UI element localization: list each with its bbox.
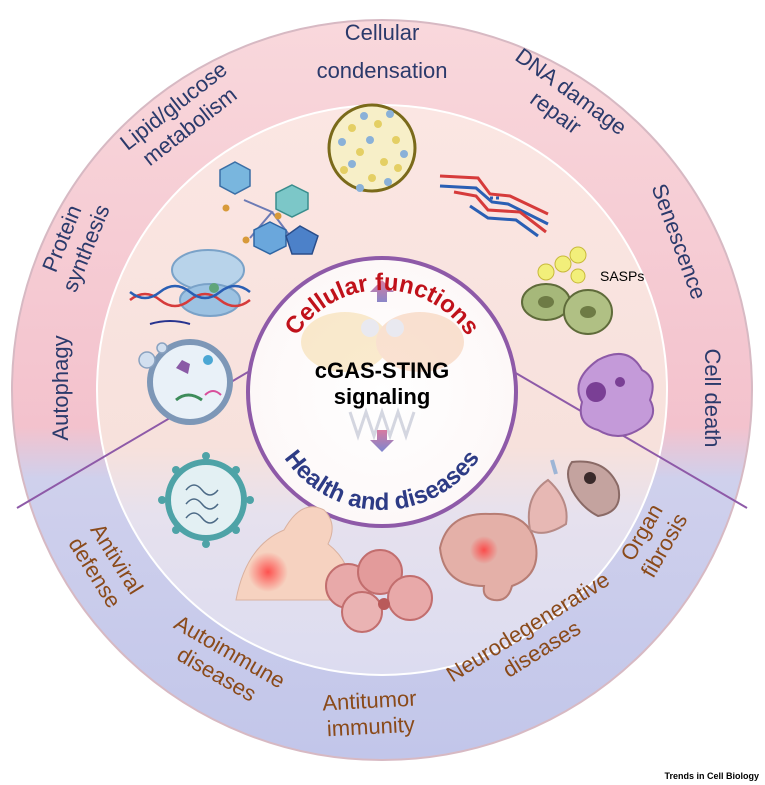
svg-text:Antitumor: Antitumor xyxy=(322,686,417,716)
function-cell-death: Cell death xyxy=(700,348,725,447)
signaling-title: signaling xyxy=(334,384,431,409)
svg-text:condensation: condensation xyxy=(317,58,448,83)
function-autophagy: Autophagy xyxy=(48,335,73,440)
cgas-sting-title: cGAS-STING xyxy=(315,358,449,383)
disease-antitumor-immunity: Antitumor immunity xyxy=(322,686,419,742)
sasps-label: SASPs xyxy=(600,268,644,284)
svg-text:Cellular: Cellular xyxy=(345,20,420,45)
condensate-droplet-icon xyxy=(329,105,415,192)
svg-text:immunity: immunity xyxy=(326,712,415,742)
credit-label: Trends in Cell Biology xyxy=(664,771,759,781)
